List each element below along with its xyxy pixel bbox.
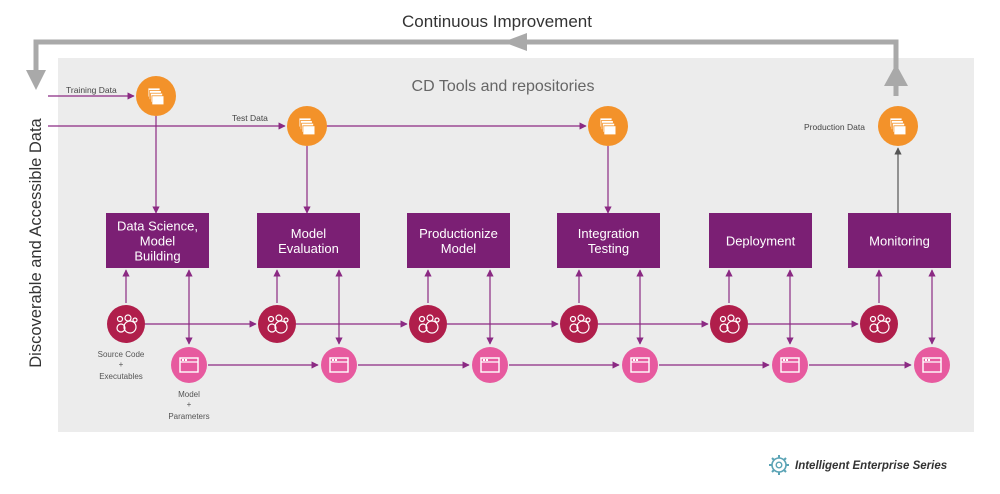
training-data-label: Training Data — [66, 85, 117, 95]
bubbles-icon — [258, 305, 296, 343]
footer-brand: Intelligent Enterprise Series — [769, 455, 947, 475]
stage-label: Deployment — [726, 234, 796, 249]
footer-text: Intelligent Enterprise Series — [795, 460, 947, 472]
side-label: Discoverable and Accessible Data — [27, 117, 45, 367]
test-data-label: Test Data — [232, 113, 268, 123]
model-label-line-2: + — [187, 400, 192, 409]
loop-arrowhead-left — [503, 33, 527, 51]
stage-box-6: Monitoring — [848, 213, 951, 268]
stage-label: Evaluation — [278, 241, 339, 256]
stage-label: Monitoring — [869, 234, 930, 249]
window-icon — [321, 347, 357, 383]
source-label-line-2: + — [119, 360, 124, 369]
stage-label: Productionize — [419, 226, 498, 241]
loop-arrowhead-up — [884, 64, 908, 86]
window-icon — [914, 347, 950, 383]
document-stack-icon — [136, 76, 176, 116]
stage-label: Building — [134, 249, 180, 264]
data-flow-lines — [48, 92, 612, 214]
stage-label: Model — [441, 241, 477, 256]
document-stack-icon — [878, 106, 918, 146]
bubbles-icon — [710, 305, 748, 343]
source-label-line-1: Source Code — [98, 350, 145, 359]
window-icon — [622, 347, 658, 383]
model-label-line-3: Parameters — [168, 412, 209, 421]
gear-icon — [769, 455, 789, 475]
model-label-line-1: Model — [178, 390, 200, 399]
stage-label: Model — [291, 226, 327, 241]
stage-label: Data Science, — [117, 219, 198, 234]
source-label-line-3: Executables — [99, 372, 143, 381]
document-stack-icon — [588, 106, 628, 146]
panel-title: CD Tools and repositories — [412, 78, 595, 95]
tools-panel — [58, 58, 974, 432]
diagram-title: Continuous Improvement — [402, 12, 592, 31]
stage-label: Integration — [578, 226, 639, 241]
window-icon — [472, 347, 508, 383]
stage-label: Model — [140, 234, 176, 249]
loop-arrowhead-down — [26, 70, 46, 90]
stage-box-5: Deployment — [709, 213, 812, 268]
window-icon — [772, 347, 808, 383]
bubbles-icon — [409, 305, 447, 343]
bubbles-icon — [560, 305, 598, 343]
bubbles-icon — [107, 305, 145, 343]
production-data-label: Production Data — [804, 122, 865, 132]
stage-label: Testing — [588, 241, 629, 256]
window-icon — [171, 347, 207, 383]
document-stack-icon — [287, 106, 327, 146]
bubbles-icon — [860, 305, 898, 343]
